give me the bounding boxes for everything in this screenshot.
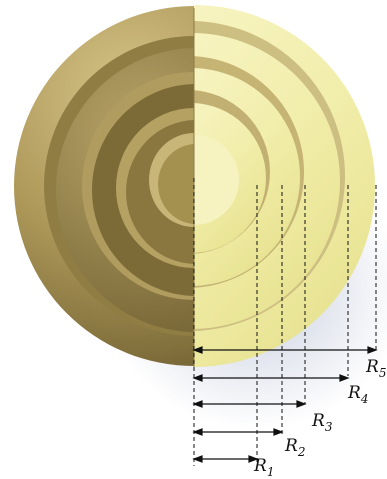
- label-r1: R1: [253, 456, 274, 479]
- label-r3: R3: [311, 411, 333, 434]
- label-r4: R4: [347, 383, 368, 406]
- arrow-r2: [194, 429, 282, 435]
- label-r2: R2: [284, 436, 305, 459]
- arrow-r1: [194, 456, 257, 462]
